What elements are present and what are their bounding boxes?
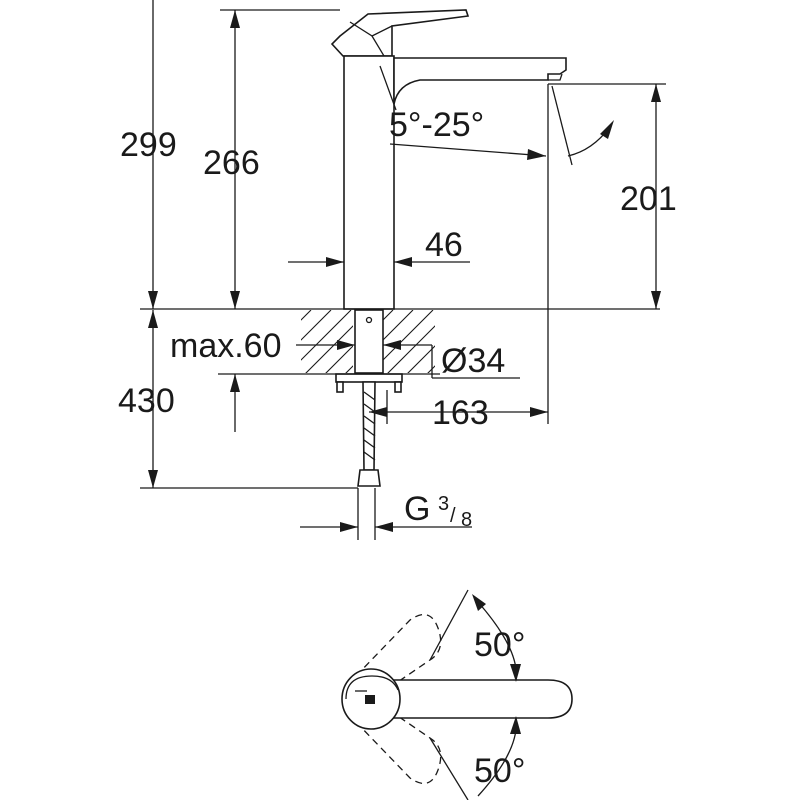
label-spout-height: 201 (620, 180, 677, 218)
label-spout-reach: 163 (432, 394, 489, 432)
faucet-top-view (341, 589, 573, 800)
dimension-lines (140, 0, 666, 540)
label-connection-den: 8 (461, 509, 472, 531)
label-under-deck: 430 (118, 382, 175, 420)
label-spout-angle: 5°-25° (389, 106, 484, 144)
lever-position-left (355, 613, 442, 691)
faucet-body (343, 55, 395, 310)
label-lever-angle-up: 50° (474, 626, 525, 664)
dimension-labels: 299 266 201 46 5°-25° max.60 Ø34 430 163… (118, 106, 677, 790)
label-body-width: 46 (425, 226, 463, 264)
label-connection-num: 3 (438, 493, 449, 515)
label-total-height: 299 (120, 126, 177, 164)
label-max-deck: max.60 (170, 327, 282, 365)
label-connection-slash: / (450, 505, 456, 527)
spout (393, 57, 567, 105)
label-connection-prefix: G (404, 490, 430, 528)
label-body-height: 266 (203, 144, 260, 182)
lever-handle (330, 9, 470, 57)
lever-position-right (355, 707, 442, 785)
lever-top (371, 679, 573, 719)
faucet-side-view (140, 9, 660, 487)
label-hole-diameter: Ø34 (441, 342, 505, 380)
label-lever-angle-down: 50° (474, 752, 525, 790)
countertop-section (140, 308, 660, 375)
